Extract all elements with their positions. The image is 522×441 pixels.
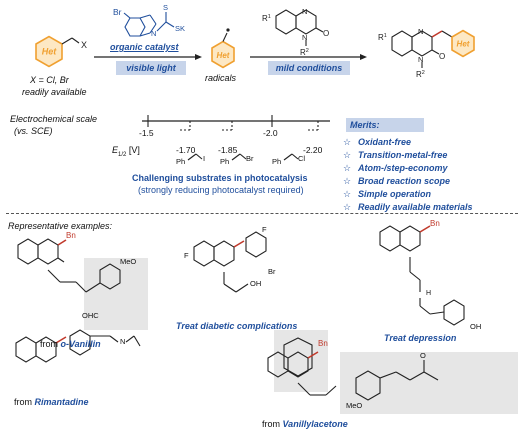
ketone-o-label: O bbox=[420, 351, 426, 360]
het-benzyl-halide: Het X bbox=[35, 35, 87, 68]
catalyst-structure: Br N S SK bbox=[113, 3, 185, 38]
ph-iodide: Ph bbox=[176, 157, 186, 166]
svg-text:N: N bbox=[302, 33, 307, 42]
challenge-line-1: Challenging substrates in photocatalysis bbox=[132, 173, 308, 183]
h-label: H bbox=[426, 290, 432, 297]
oh-label-1: OH bbox=[250, 279, 262, 288]
star-icon: ☆ bbox=[343, 176, 352, 186]
meo-label-2: MeO bbox=[346, 401, 363, 410]
tick-label-1: -1.5 bbox=[139, 128, 154, 138]
halide-chloride: Cl bbox=[298, 154, 306, 163]
value-bromide: -1.85 bbox=[218, 145, 238, 155]
svg-text:N: N bbox=[418, 27, 423, 36]
from-vanillin: from o-Vanillin bbox=[40, 339, 101, 349]
star-icon: ☆ bbox=[343, 163, 352, 173]
ph-bromide: Ph bbox=[220, 157, 230, 166]
svg-text:Het: Het bbox=[457, 40, 470, 49]
svg-text:N: N bbox=[302, 7, 307, 16]
example-rimantadine-structure bbox=[15, 329, 328, 392]
merit-item: Simple operation bbox=[358, 189, 432, 199]
from-vanillylacetone: from Vanillylacetone bbox=[262, 419, 348, 429]
product-structure: N N O Het R1 R2 bbox=[378, 27, 475, 79]
from-rimantadine: from Rimantadine bbox=[14, 397, 89, 407]
bn-label-3: Bn bbox=[318, 339, 328, 348]
het-label: Het bbox=[42, 47, 58, 57]
svg-text:R2: R2 bbox=[416, 70, 425, 79]
challenge-line-2: (strongly reducing photocatalyst require… bbox=[138, 185, 304, 195]
radicals-label: radicals bbox=[205, 73, 237, 83]
value-chloride: -2.20 bbox=[303, 145, 323, 155]
star-icon: ☆ bbox=[343, 189, 352, 199]
halide-x: X bbox=[81, 40, 87, 50]
mild-conditions-pill: mild conditions bbox=[268, 61, 350, 75]
visible-light-pill: visible light bbox=[116, 61, 186, 75]
nh-label: N bbox=[120, 337, 126, 346]
f-label-2: F bbox=[262, 225, 267, 234]
bn-label-2: Bn bbox=[430, 219, 440, 228]
catalyst-n: N bbox=[151, 29, 156, 38]
r2-label: R2 bbox=[300, 48, 309, 57]
br-label: Br bbox=[268, 267, 276, 276]
scale-title-2: (vs. SCE) bbox=[14, 126, 53, 136]
merit-item: Atom-/step-economy bbox=[358, 163, 448, 173]
star-icon: ☆ bbox=[343, 202, 352, 212]
star-icon: ☆ bbox=[343, 137, 352, 147]
tick-label-2: -2.0 bbox=[263, 128, 278, 138]
example-depression-structure bbox=[379, 225, 465, 326]
oh-label-2: OH bbox=[470, 322, 482, 331]
svg-text:O: O bbox=[439, 52, 445, 61]
r1-label: R1 bbox=[262, 14, 271, 23]
example-vanillylacetone-structure bbox=[267, 351, 518, 414]
ohc-label: OHC bbox=[82, 311, 99, 320]
merit-item: Oxidant-free bbox=[358, 137, 412, 147]
halide-iodide: I bbox=[203, 154, 206, 163]
scale-title-1: Electrochemical scale bbox=[10, 114, 98, 124]
value-iodide: -1.70 bbox=[176, 145, 196, 155]
example-diabetic-structure bbox=[193, 231, 267, 293]
f-label-1: F bbox=[184, 251, 189, 260]
het-radical: Het bbox=[211, 28, 235, 69]
merit-item: Readily available materials bbox=[358, 202, 473, 212]
example-vanillin-structure bbox=[17, 238, 148, 330]
svg-text:R1: R1 bbox=[378, 33, 387, 42]
merit-item: Broad reaction scope bbox=[358, 176, 451, 186]
electrochemical-scale bbox=[142, 115, 330, 161]
ph-chloride: Ph bbox=[272, 157, 282, 166]
examples-heading: Representative examples: bbox=[8, 221, 113, 231]
halide-bromide: Br bbox=[246, 154, 254, 163]
x-definition-1: X = Cl, Br bbox=[30, 75, 69, 85]
e-half-label: E1/2 [V] bbox=[112, 145, 140, 158]
x-definition-2: readily available bbox=[22, 87, 87, 97]
meo-label: MeO bbox=[120, 257, 137, 266]
catalyst-s: S bbox=[163, 3, 168, 12]
svg-text:Het: Het bbox=[217, 51, 230, 60]
star-icon: ☆ bbox=[343, 150, 352, 160]
catalyst-label: organic catalyst bbox=[110, 42, 179, 52]
quinoxalinone-reagent: N N O R2 R1 bbox=[262, 7, 329, 57]
merit-item: Transition-metal-free bbox=[358, 150, 448, 160]
catalyst-sk: SK bbox=[175, 24, 185, 33]
diabetic-label: Treat diabetic complications bbox=[176, 321, 298, 331]
merits-title: Merits: bbox=[346, 118, 424, 132]
svg-text:O: O bbox=[323, 29, 329, 38]
section-divider bbox=[6, 213, 518, 214]
bn-label-1: Bn bbox=[66, 231, 76, 240]
svg-text:N: N bbox=[418, 55, 423, 64]
catalyst-br: Br bbox=[113, 7, 122, 17]
depression-label: Treat depression bbox=[384, 333, 457, 343]
